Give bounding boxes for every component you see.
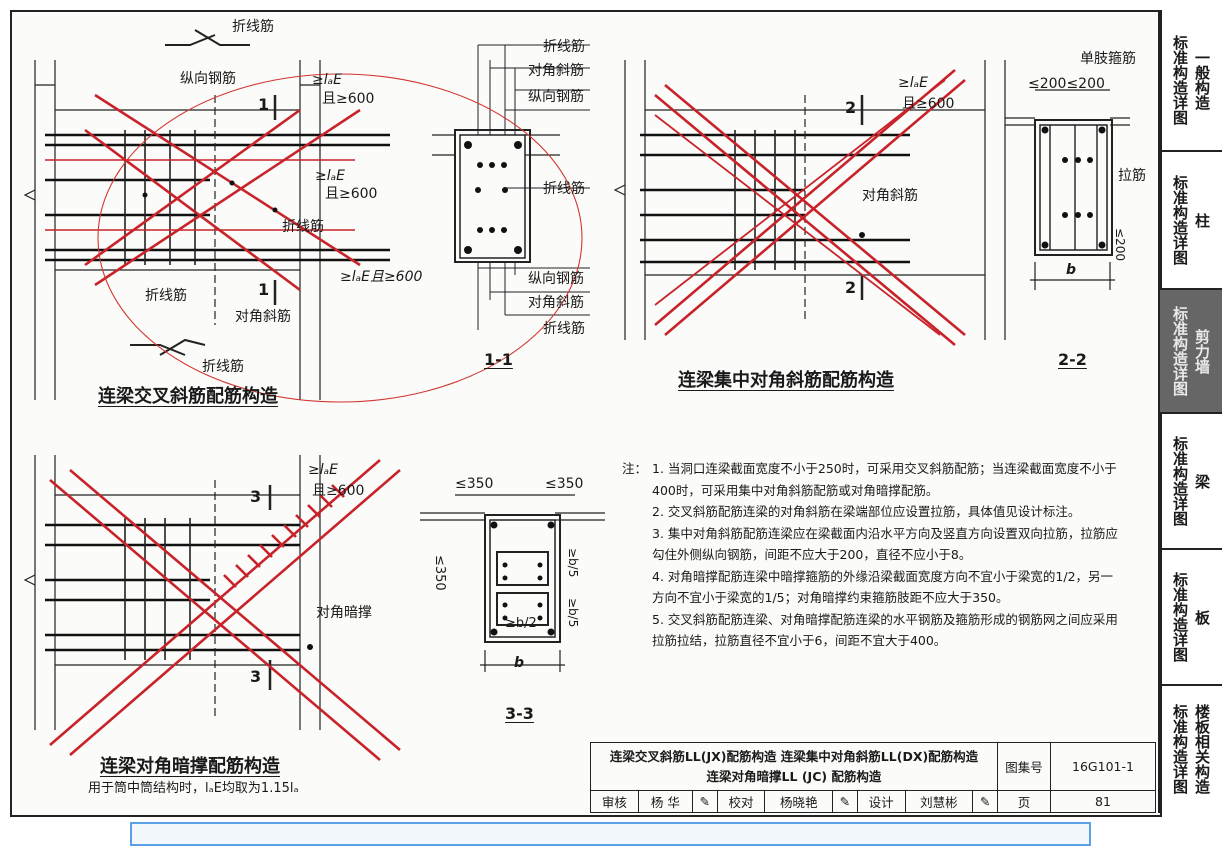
side-tab-general-right: 一般构造 <box>1193 50 1211 110</box>
d1-label-zhexian-bottom: 折线筋 <box>202 359 244 375</box>
s1-label-3: 折线筋 <box>543 181 585 197</box>
d1-label-zongxiang: 纵向钢筋 <box>180 71 236 87</box>
side-tab-slab[interactable]: 标准构造详图 板 <box>1160 550 1222 686</box>
d1-label-zhexian-left: 折线筋 <box>145 288 187 304</box>
s3-label-right: ≥b/5 <box>566 548 580 578</box>
s3-label-left: ≤350 <box>432 555 447 591</box>
side-tab-shear-wall[interactable]: 标准构造详图 剪力墙 <box>1160 290 1222 414</box>
d1-label-anchor2b: 且≥600 <box>325 186 378 202</box>
page-label: 页 <box>997 790 1051 813</box>
side-tab-slab-left: 标准构造详图 <box>1171 572 1189 662</box>
side-tab-shear-wall-right: 剪力墙 <box>1193 328 1211 374</box>
s1-label-4: 纵向钢筋 <box>528 271 584 287</box>
atlas-label: 图集号 <box>997 742 1051 791</box>
note-2-text: 2. 交叉斜筋配筋连梁的对角斜筋在梁端部位应设置拉筋，具体值见设计标注。 <box>652 504 1081 519</box>
side-tab-slab-related-left: 标准构造详图 <box>1171 703 1189 794</box>
s3-label-bottom: ≥b/2 <box>505 616 537 631</box>
d2-section-mark-top: 2 <box>845 98 857 117</box>
d1-title: 连梁交叉斜筋配筋构造 <box>98 386 278 407</box>
s2-label-lajin: 拉筋 <box>1118 168 1146 184</box>
side-tab-general[interactable]: 标准构造详图 一般构造 <box>1160 10 1222 152</box>
d1-label-anchor2: ≥lₐE <box>315 168 345 184</box>
note-2: 2. 交叉斜筋配筋连梁的对角斜筋在梁端部位应设置拉筋，具体值见设计标注。 <box>622 501 1122 523</box>
d3-label-anchor: ≥lₐE <box>308 462 338 478</box>
d1-label-anchor1b: 且≥600 <box>322 91 375 107</box>
design-label: 设计 <box>856 790 906 813</box>
d3-title: 连梁对角暗撑配筋构造 <box>100 756 280 777</box>
atlas-no: 16G101-1 <box>1050 742 1156 791</box>
note-3-text: 3. 集中对角斜筋配筋连梁应在梁截面内沿水平方向及竖直方向设置双向拉筋，拉筋应勾… <box>652 525 1118 563</box>
d3-section-mark-bottom: 3 <box>250 667 262 686</box>
s2-label-danzhi: 单肢箍筋 <box>1080 51 1136 67</box>
d1-label-zhexian-mid: 折线筋 <box>282 219 324 235</box>
d3-subtitle: 用于筒中筒结构时，lₐE均取为1.15lₐ <box>88 781 299 796</box>
d1-label-zhexian-top: 折线筋 <box>232 19 274 35</box>
note-1: 注： 1. 当洞口连梁截面宽度不小于250时，可采用交叉斜筋配筋；当连梁截面宽度… <box>622 458 1122 501</box>
s3-title: 3-3 <box>505 704 534 723</box>
side-tab-column-right: 柱 <box>1193 212 1211 228</box>
notes-prefix: 注： <box>622 461 648 476</box>
note-5-text: 5. 交叉斜筋配筋连梁、对角暗撑配筋连梁的水平钢筋及箍筋形成的钢筋网之间应采用拉… <box>652 611 1118 649</box>
d1-label-anchor3: ≥lₐE且≥600 <box>340 269 423 285</box>
side-tab-column[interactable]: 标准构造详图 柱 <box>1160 152 1222 290</box>
s1-label-0: 折线筋 <box>543 39 585 55</box>
side-tab-general-left: 标准构造详图 <box>1171 35 1189 125</box>
title-line-2: 连梁对角暗撑LL (JC) 配筋构造 <box>706 768 882 784</box>
d3-section-mark-top: 3 <box>250 487 262 506</box>
side-tab-beam-left: 标准构造详图 <box>1171 436 1189 526</box>
d2-label-duijiao: 对角斜筋 <box>862 188 918 204</box>
d1-section-mark-top: 1 <box>258 95 270 114</box>
selection-box[interactable] <box>130 822 1091 846</box>
s1-label-5: 对角斜筋 <box>528 295 584 311</box>
s2-title: 2-2 <box>1058 350 1087 369</box>
d3-label-anchorb: 且≥600 <box>312 483 365 499</box>
d2-label-anchorb: 且≥600 <box>902 96 955 112</box>
s1-label-2: 纵向钢筋 <box>528 89 584 105</box>
d1-label-anchor1: ≥lₐE <box>312 72 342 88</box>
s3-label-top-left: ≤350 <box>455 476 494 492</box>
d2-label-anchor: ≥lₐE <box>898 75 928 91</box>
side-tab-slab-related[interactable]: 标准构造详图 楼板相关构造 <box>1160 686 1222 811</box>
notes-block: 注： 1. 当洞口连梁截面宽度不小于250时，可采用交叉斜筋配筋；当连梁截面宽度… <box>622 458 1122 652</box>
s1-label-1: 对角斜筋 <box>528 63 584 79</box>
s3-label-b: b <box>514 655 525 671</box>
note-5: 5. 交叉斜筋配筋连梁、对角暗撑配筋连梁的水平钢筋及箍筋形成的钢筋网之间应采用拉… <box>622 609 1122 652</box>
designer-signature: ✎ <box>972 790 998 813</box>
side-tab-slab-right: 板 <box>1193 609 1211 625</box>
s3-label-right2: ≥b/5 <box>566 598 580 628</box>
side-tab-column-left: 标准构造详图 <box>1171 175 1189 265</box>
d3-label-duijiao: 对角暗撑 <box>316 605 372 621</box>
note-4-text: 4. 对角暗撑配筋连梁中暗撑箍筋的外缘沿梁截面宽度方向不宜小于梁宽的1/2，另一… <box>652 568 1114 606</box>
title-block-title: 连梁交叉斜筋LL(JX)配筋构造 连梁集中对角斜筋LL(DX)配筋构造 连梁对角… <box>590 742 998 791</box>
s1-title: 1-1 <box>484 350 513 369</box>
checker: 杨晓艳 <box>764 790 834 813</box>
reviewer: 杨 华 <box>637 790 693 813</box>
s1-label-6: 折线筋 <box>543 321 585 337</box>
s2-label-side: ≤200 <box>1113 228 1127 261</box>
check-label: 校对 <box>716 790 766 813</box>
note-4: 4. 对角暗撑配筋连梁中暗撑箍筋的外缘沿梁截面宽度方向不宜小于梁宽的1/2，另一… <box>622 566 1122 609</box>
review-label: 审核 <box>590 790 639 813</box>
designer: 刘慧彬 <box>904 790 974 813</box>
note-3: 3. 集中对角斜筋配筋连梁应在梁截面内沿水平方向及竖直方向设置双向拉筋，拉筋应勾… <box>622 523 1122 566</box>
d1-section-mark-bottom: 1 <box>258 280 270 299</box>
title-block: 连梁交叉斜筋LL(JX)配筋构造 连梁集中对角斜筋LL(DX)配筋构造 连梁对角… <box>590 742 1156 813</box>
title-line-1: 连梁交叉斜筋LL(JX)配筋构造 连梁集中对角斜筋LL(DX)配筋构造 <box>609 748 979 764</box>
checker-signature: ✎ <box>832 790 858 813</box>
side-tab-slab-related-right: 楼板相关构造 <box>1193 703 1211 794</box>
side-tab-shear-wall-left: 标准构造详图 <box>1171 306 1189 396</box>
s3-label-top-right: ≤350 <box>545 476 584 492</box>
d1-label-duijiao: 对角斜筋 <box>235 309 291 325</box>
side-tab-beam-right: 梁 <box>1193 473 1211 489</box>
s2-label-spacing: ≤200≤200 <box>1028 76 1105 92</box>
s2-label-b: b <box>1066 262 1077 278</box>
note-1-text: 1. 当洞口连梁截面宽度不小于250时，可采用交叉斜筋配筋；当连梁截面宽度不小于… <box>652 461 1117 498</box>
side-tab-beam[interactable]: 标准构造详图 梁 <box>1160 414 1222 550</box>
page-no: 81 <box>1050 790 1156 813</box>
d2-section-mark-bottom: 2 <box>845 278 857 297</box>
reviewer-signature: ✎ <box>691 790 718 813</box>
side-tab-strip: 标准构造详图 一般构造 标准构造详图 柱 标准构造详图 剪力墙 标准构造详图 梁… <box>1158 10 1222 813</box>
d2-title: 连梁集中对角斜筋配筋构造 <box>678 370 894 391</box>
